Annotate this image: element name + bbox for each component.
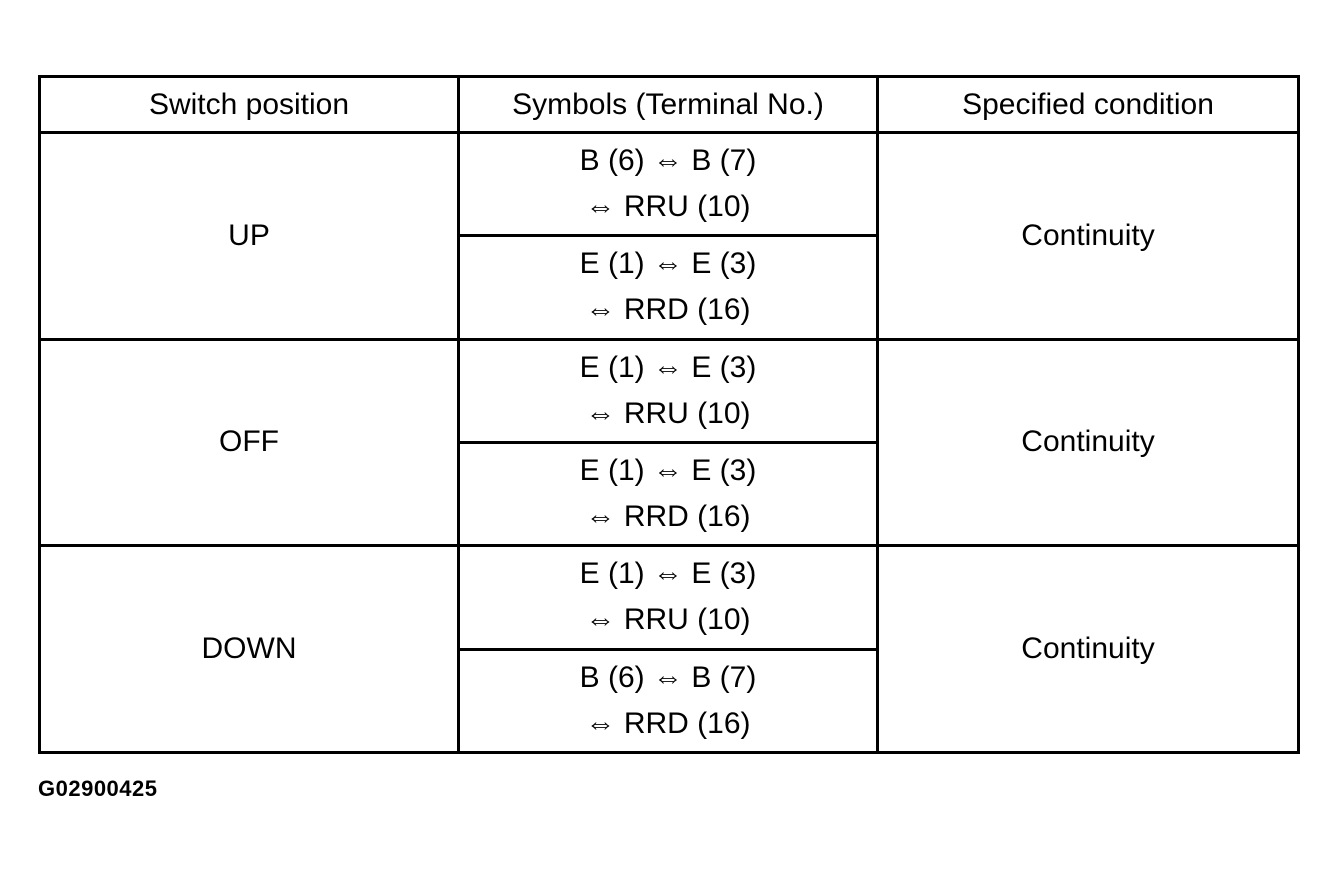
symbols-cell: E (1) ⇔ E (3) ⇔ RRD (16)	[457, 234, 879, 341]
condition-cell: Continuity	[876, 544, 1300, 754]
symbols-line: ⇔ RRU (10)	[585, 190, 751, 224]
table-row-down: DOWN E (1) ⇔ E (3) ⇔ RRU (10) Continuity	[38, 544, 1300, 754]
table-row-off: OFF E (1) ⇔ E (3) ⇔ RRU (10) Continuity	[38, 337, 1300, 548]
symbols-line: E (1) ⇔ E (3)	[579, 454, 757, 488]
symbols-cell: B (6) ⇔ B (7) ⇔ RRU (10)	[457, 130, 879, 238]
symbols-cell: B (6) ⇔ B (7) ⇔ RRD (16)	[457, 647, 879, 755]
symbols-line: ⇔ RRD (16)	[585, 293, 751, 327]
position-cell: OFF	[38, 337, 460, 548]
header-specified-condition: Specified condition	[876, 75, 1300, 134]
symbols-line: B (6) ⇔ B (7)	[579, 660, 757, 694]
figure-code: G02900425	[38, 776, 158, 801]
symbols-cell: E (1) ⇔ E (3) ⇔ RRD (16)	[457, 440, 879, 548]
symbols-line: ⇔ RRU (10)	[585, 396, 751, 430]
symbols-line: E (1) ⇔ E (3)	[579, 350, 757, 384]
symbols-cell: E (1) ⇔ E (3) ⇔ RRU (10)	[457, 337, 879, 444]
table-row-down-sub: B (6) ⇔ B (7) ⇔ RRD (16)	[40, 647, 1299, 755]
symbols-cell: E (1) ⇔ E (3) ⇔ RRU (10)	[457, 544, 879, 651]
symbols-line: ⇔ RRU (10)	[585, 603, 751, 637]
table-row-off-sub: E (1) ⇔ E (3) ⇔ RRD (16)	[40, 440, 1299, 548]
table-row-up-sub: E (1) ⇔ E (3) ⇔ RRD (16)	[40, 234, 1299, 341]
switch-inspection-table: Switch position Symbols (Terminal No.) S…	[38, 75, 1300, 755]
header-symbols: Symbols (Terminal No.)	[457, 75, 879, 134]
table-row-up: UP B (6) ⇔ B (7) ⇔ RRU (10) Continuity	[38, 130, 1300, 341]
symbols-line: E (1) ⇔ E (3)	[579, 247, 757, 281]
position-cell: DOWN	[38, 544, 460, 754]
symbols-line: B (6) ⇔ B (7)	[579, 144, 757, 178]
position-cell: UP	[38, 131, 460, 341]
header-row: Switch position Symbols (Terminal No.) S…	[38, 75, 1300, 134]
symbols-line: ⇔ RRD (16)	[585, 706, 751, 740]
condition-cell: Continuity	[876, 131, 1300, 341]
symbols-line: ⇔ RRD (16)	[585, 500, 751, 534]
symbols-line: E (1) ⇔ E (3)	[579, 557, 757, 591]
header-switch-position: Switch position	[38, 75, 460, 134]
condition-cell: Continuity	[876, 337, 1300, 548]
